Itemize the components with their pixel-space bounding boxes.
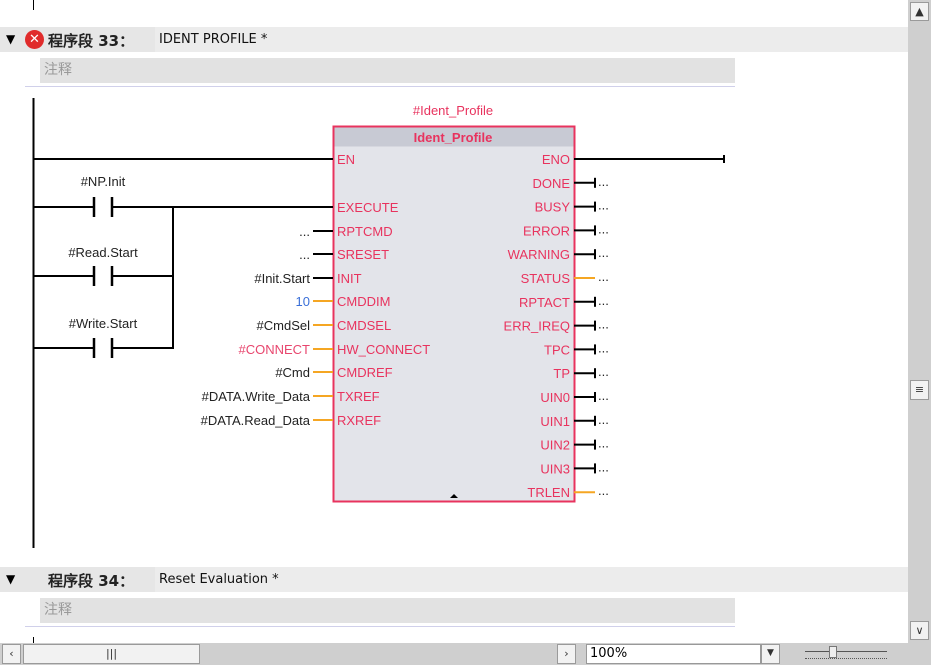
block-title-bar: [334, 127, 574, 147]
scroll-down-button[interactable]: ∨: [910, 621, 929, 640]
vertical-scrollbar[interactable]: ▲ ≡ ∨: [908, 0, 931, 643]
input-operand[interactable]: #Init.Start: [254, 271, 310, 286]
zoom-slider-handle[interactable]: [829, 646, 837, 658]
output-pin-rptact: RPTACT: [519, 295, 570, 310]
output-operand[interactable]: ...: [598, 364, 609, 379]
output-operand[interactable]: ...: [598, 269, 609, 284]
contact-operand[interactable]: #Read.Start: [68, 245, 138, 260]
scroll-thumb[interactable]: |||: [23, 644, 200, 664]
network-label: 程序段 33：: [48, 32, 135, 50]
output-operand[interactable]: ...: [598, 459, 609, 474]
input-pin-cmddim: CMDDIM: [337, 294, 390, 309]
contact-operand[interactable]: #Write.Start: [69, 316, 138, 331]
input-pin-execute: EXECUTE: [337, 200, 399, 215]
input-pin-init: INIT: [337, 271, 362, 286]
ladder-diagram: #Ident_Profile Ident_Profile EN EXECUTE RP…: [32, 98, 725, 548]
output-pin-uin3: UIN3: [540, 461, 570, 476]
network-label: 程序段 34：: [48, 572, 135, 590]
network-comment[interactable]: 注释: [40, 58, 735, 83]
scroll-right-button[interactable]: ›: [557, 644, 576, 664]
output-pin-uin0: UIN0: [540, 390, 570, 405]
scroll-up-button[interactable]: ▲: [910, 2, 929, 21]
output-pin-trlen: TRLEN: [527, 485, 570, 500]
block-name: Ident_Profile: [414, 130, 493, 145]
network-33-header[interactable]: ▼ ✕ 程序段 33： IDENT PROFILE *: [0, 27, 912, 52]
power-rail: [33, 637, 34, 643]
output-pin-tpc: TPC: [544, 342, 570, 357]
output-pin-done: DONE: [532, 176, 570, 191]
error-icon: ✕: [25, 30, 44, 49]
input-pin-cmdsel: CMDSEL: [337, 318, 391, 333]
instance-db-name: #Ident_Profile: [413, 103, 493, 118]
output-operand[interactable]: ...: [598, 340, 609, 355]
input-pin-rxref: RXREF: [337, 413, 381, 428]
output-operand[interactable]: ...: [598, 174, 609, 189]
input-operand[interactable]: ...: [299, 224, 310, 239]
input-pin-cmdref: CMDREF: [337, 365, 393, 380]
horizontal-scrollbar[interactable]: ‹ ||| › 100% ▼: [0, 643, 931, 665]
input-operand[interactable]: ...: [299, 247, 310, 262]
input-pin-rptcmd: RPTCMD: [337, 224, 393, 239]
output-operand[interactable]: ...: [598, 388, 609, 403]
output-operand[interactable]: ...: [598, 198, 609, 213]
output-operand[interactable]: ...: [598, 483, 609, 498]
output-pin-status: STATUS: [521, 271, 571, 286]
output-pin-eno: ENO: [542, 152, 570, 167]
output-operand[interactable]: ...: [598, 221, 609, 236]
input-pin-sreset: SRESET: [337, 247, 389, 262]
output-pin-tp: TP: [553, 366, 570, 381]
network-title[interactable]: IDENT PROFILE *: [155, 27, 912, 52]
scroll-left-button[interactable]: ‹: [2, 644, 21, 664]
output-operand[interactable]: ...: [598, 317, 609, 332]
network-34-header[interactable]: ▼ 程序段 34： Reset Evaluation *: [0, 567, 912, 592]
network-comment[interactable]: 注释: [40, 598, 735, 623]
output-operand[interactable]: ...: [598, 436, 609, 451]
scroll-thumb[interactable]: ≡: [910, 380, 929, 400]
collapse-triangle-icon[interactable]: ▼: [6, 32, 16, 46]
output-pin-warning: WARNING: [508, 247, 570, 262]
input-pin-en: EN: [337, 152, 355, 167]
zoom-dropdown-button[interactable]: ▼: [761, 644, 780, 664]
expand-arrow-icon[interactable]: [450, 494, 458, 498]
output-pin-uin1: UIN1: [540, 414, 570, 429]
input-pin-hw_connect: HW_CONNECT: [337, 342, 430, 357]
zoom-select[interactable]: 100%: [586, 644, 761, 664]
input-operand[interactable]: #Cmd: [275, 365, 310, 380]
input-operand[interactable]: #CONNECT: [238, 342, 310, 357]
contact-operand[interactable]: #NP.Init: [81, 174, 126, 189]
input-pin-txref: TXREF: [337, 389, 380, 404]
separator: [25, 86, 735, 87]
output-operand[interactable]: ...: [598, 245, 609, 260]
zoom-slider-ticks: [805, 658, 887, 662]
output-operand[interactable]: ...: [598, 293, 609, 308]
prev-rail: [33, 0, 34, 10]
output-pin-uin2: UIN2: [540, 438, 570, 453]
collapse-triangle-icon[interactable]: ▼: [6, 572, 16, 586]
output-pin-busy: BUSY: [535, 200, 571, 215]
input-operand[interactable]: #CmdSel: [257, 318, 311, 333]
function-block[interactable]: [332, 125, 576, 503]
zoom-slider-track[interactable]: [805, 651, 887, 652]
input-operand[interactable]: #DATA.Write_Data: [202, 389, 311, 404]
input-operand[interactable]: #DATA.Read_Data: [201, 413, 311, 428]
output-pin-err_ireq: ERR_IREQ: [504, 319, 570, 334]
network-title[interactable]: Reset Evaluation *: [155, 567, 912, 592]
separator: [25, 626, 735, 627]
output-pin-error: ERROR: [523, 223, 570, 238]
input-operand[interactable]: 10: [296, 294, 310, 309]
output-operand[interactable]: ...: [598, 412, 609, 427]
